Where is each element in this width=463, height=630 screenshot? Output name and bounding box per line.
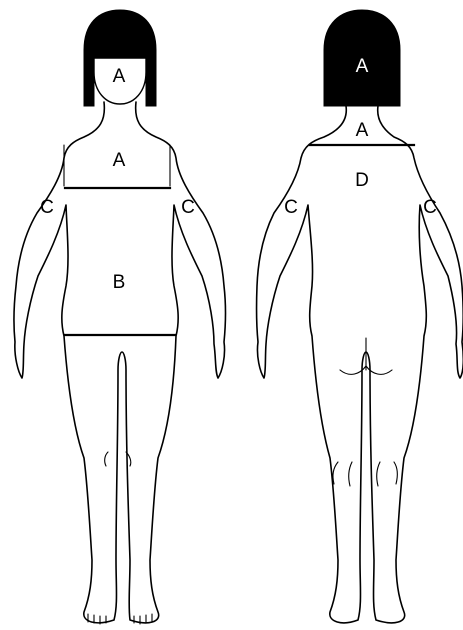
front-body-outline xyxy=(14,102,226,623)
front-abdomen-label: B xyxy=(113,272,126,293)
front-chest-label: A xyxy=(113,150,126,171)
back-calf-mark-left-outer xyxy=(333,462,338,484)
back-head-label: A xyxy=(356,56,369,77)
front-figure: A A B C C xyxy=(14,10,226,624)
back-calf-mark-right-inner xyxy=(377,462,380,486)
back-right-arm-label: C xyxy=(423,197,437,218)
front-head-label: A xyxy=(113,66,126,87)
back-figure: A A D C C xyxy=(257,10,463,623)
back-neck-label: A xyxy=(356,120,369,141)
back-calf-mark-left-inner xyxy=(349,462,352,486)
back-upper-back-label: D xyxy=(355,170,369,191)
front-left-arm-label: C xyxy=(40,197,54,218)
front-knee-mark-left xyxy=(105,452,108,466)
front-right-arm-label: C xyxy=(181,197,195,218)
back-calf-mark-right-outer xyxy=(394,462,397,484)
back-left-arm-label: C xyxy=(284,197,298,218)
